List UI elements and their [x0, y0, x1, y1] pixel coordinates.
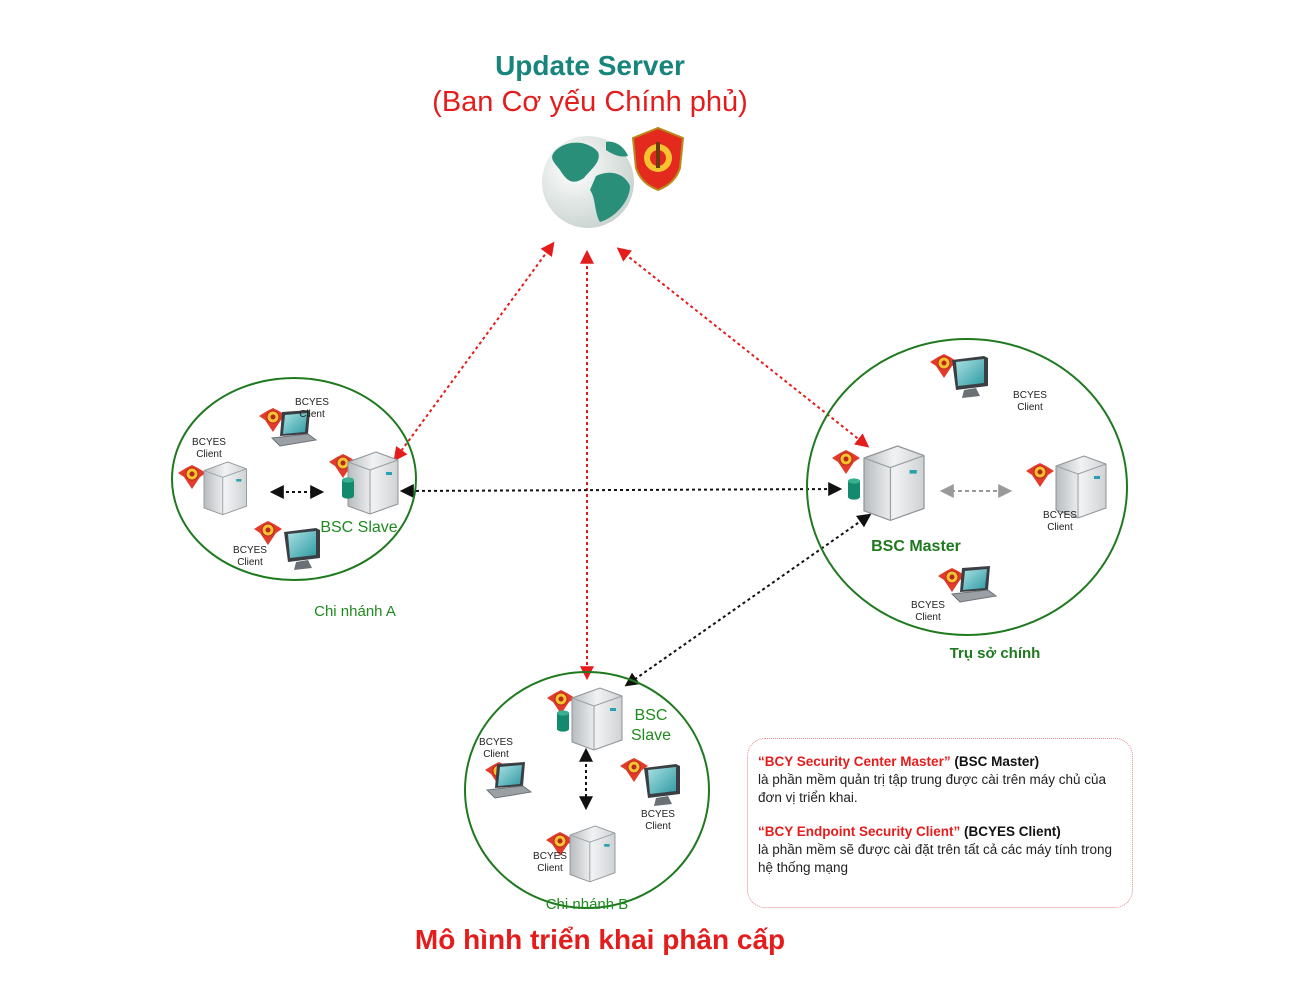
branch-b-laptop-client — [484, 761, 532, 799]
branch-a-bsc-slave-server — [328, 451, 399, 515]
site-links — [399, 482, 872, 687]
hq-monitor-client — [929, 353, 988, 398]
globe-icon — [542, 136, 634, 228]
update-server-title: Update Server — [495, 50, 685, 81]
site-circle-branch-b — [464, 671, 710, 909]
branch-a-server-client — [177, 461, 247, 516]
legend-client-abbr: (BCYES Client) — [964, 824, 1061, 839]
diagram-title: Mô hình triển khai phân cấp — [414, 924, 786, 955]
update-links — [393, 241, 870, 681]
branch-b-bsc-slave-server — [546, 687, 623, 751]
legend-client-heading: “BCY Endpoint Security Client” (BCYES Cl… — [758, 823, 1122, 841]
update-server-subtitle: (Ban Cơ yếu Chính phủ) — [432, 86, 748, 118]
branch-b-site-label: Chi nhánh B — [545, 896, 629, 913]
hq-site-label: Trụ sở chính — [949, 645, 1041, 662]
branch-a-server-label: BSC Slave — [320, 519, 398, 536]
site-circle-headquarters — [806, 338, 1128, 636]
branch-b-monitor-client — [619, 757, 680, 806]
emblem-icon — [631, 126, 685, 192]
legend-master-abbr: (BSC Master) — [954, 754, 1040, 769]
branch-a-site-label: Chi nhánh A — [314, 603, 396, 620]
hq-server-label: BSC Master — [871, 538, 961, 555]
hq-laptop-client — [937, 565, 997, 603]
legend-master-heading: “BCY Security Center Master” (BSC Master… — [758, 753, 1122, 771]
hq-server-client — [1025, 455, 1107, 519]
hq-bsc-master-server — [831, 445, 925, 522]
legend-box: “BCY Security Center Master” (BSC Master… — [747, 738, 1133, 908]
site-circle-branch-a — [171, 377, 417, 581]
legend-client-desc: là phần mềm sẽ được cài đặt trên tất cả … — [758, 842, 1113, 875]
legend-master-name: “BCY Security Center Master” — [758, 754, 951, 769]
legend-client-name: “BCY Endpoint Security Client” — [758, 824, 961, 839]
legend-master-desc: là phần mềm quản trị tập trung được cài … — [758, 772, 1107, 805]
